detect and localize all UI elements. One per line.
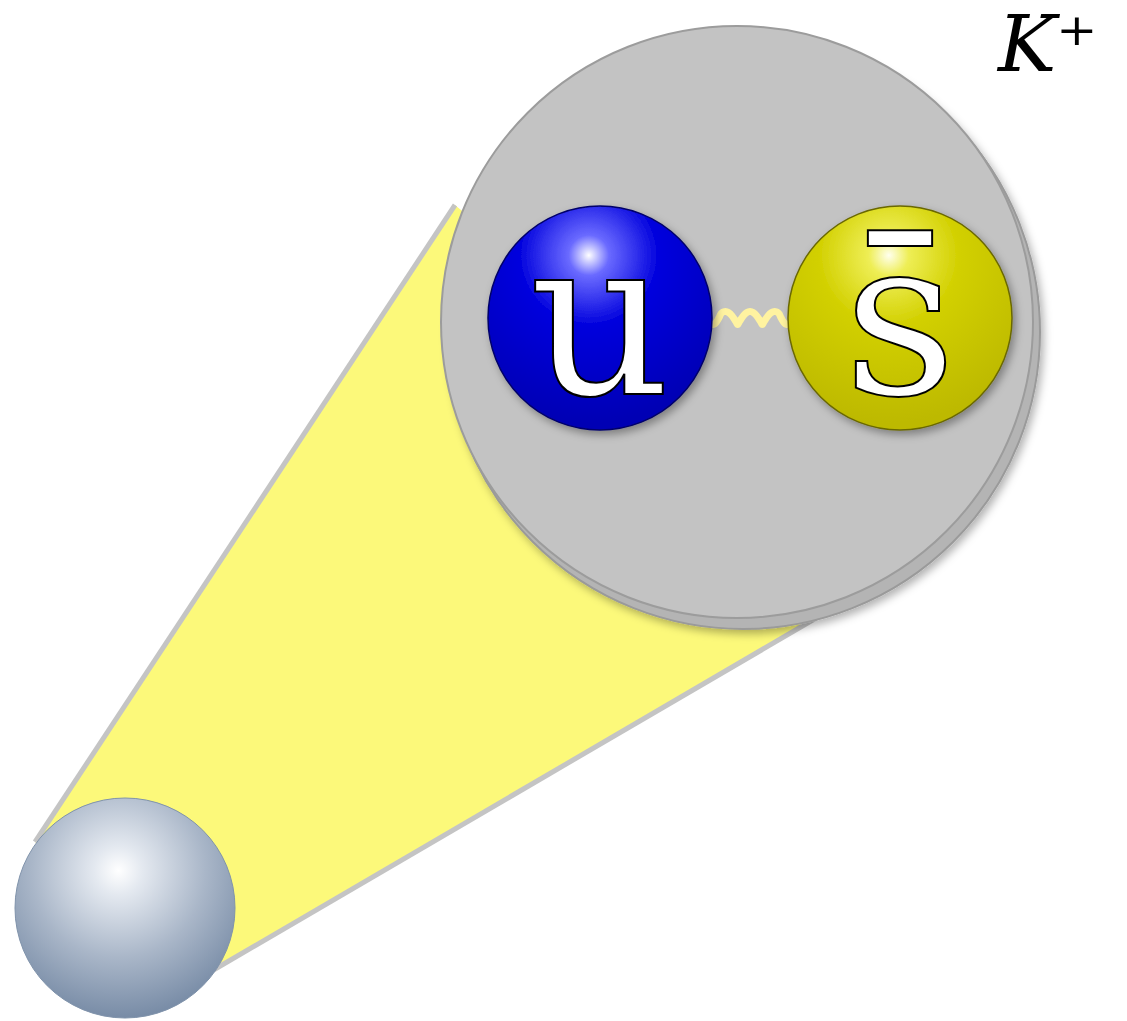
quark-circle: u (487, 205, 713, 431)
quark-ball-face (788, 206, 1012, 430)
quark-ball-face (488, 206, 712, 430)
meson-circle: K⁺us̄ (440, 25, 1034, 619)
quark-label: u (529, 208, 671, 428)
disc-face (441, 26, 1033, 618)
quark-label: s̄ (844, 208, 957, 428)
particle-name: K⁺ (998, 5, 1097, 83)
kaon-sphere (15, 798, 235, 1018)
gluon-line (713, 312, 787, 325)
cone-edge (210, 572, 895, 972)
quark-circle: s̄ (787, 205, 1013, 431)
cone-edge (35, 205, 455, 842)
